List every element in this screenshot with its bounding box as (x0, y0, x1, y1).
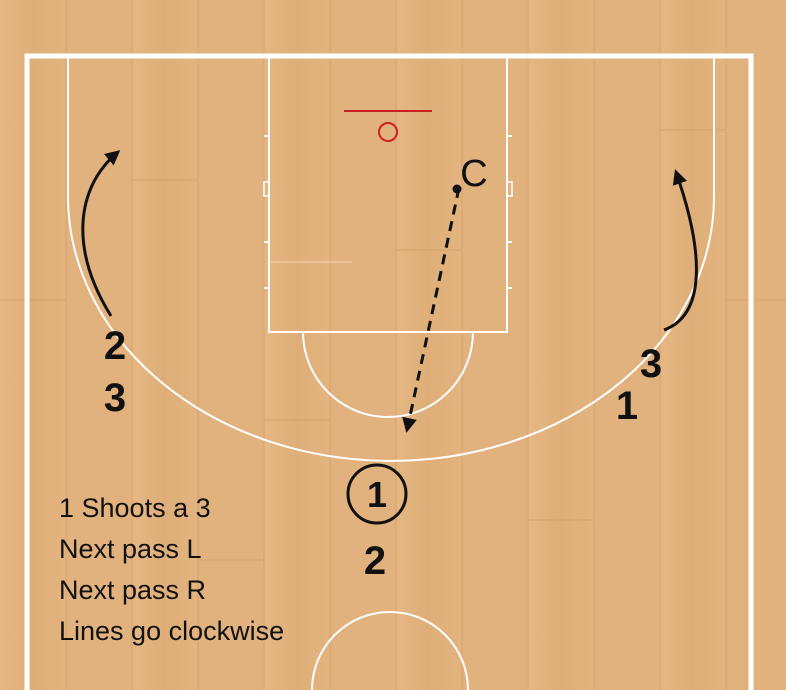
court-lines (24, 53, 754, 690)
cut-arrow-left (81, 150, 121, 317)
player-1-label: 1 (367, 474, 387, 515)
coach-label: C (460, 153, 487, 195)
player-1-circle (346, 463, 408, 525)
coach-dot (452, 184, 462, 194)
note-line-1: 1 Shoots a 3 (59, 493, 211, 523)
note-line-3: Next pass R (59, 575, 206, 605)
right-line-bottom: 1 (616, 384, 638, 428)
drill-notes: 1 Shoots a 3 Next pass L Next pass R Lin… (59, 493, 284, 646)
note-line-2: Next pass L (59, 534, 202, 564)
three-point-line (67, 56, 715, 462)
pass-arrow-dashed (402, 187, 461, 433)
rim-icon (378, 122, 398, 142)
floor-planks (0, 0, 726, 690)
free-throw-circle (302, 331, 474, 418)
right-line-top: 3 (640, 342, 662, 386)
cut-arrow-right (663, 169, 698, 332)
center-circle (311, 611, 469, 690)
left-line-top: 2 (104, 324, 126, 368)
bottom-line-number: 2 (364, 539, 386, 583)
play-actions (81, 150, 698, 433)
lane-hash-marks (263, 135, 513, 289)
basket (344, 110, 432, 142)
left-line-bottom: 3 (104, 376, 126, 420)
note-line-4: Lines go clockwise (59, 616, 284, 646)
